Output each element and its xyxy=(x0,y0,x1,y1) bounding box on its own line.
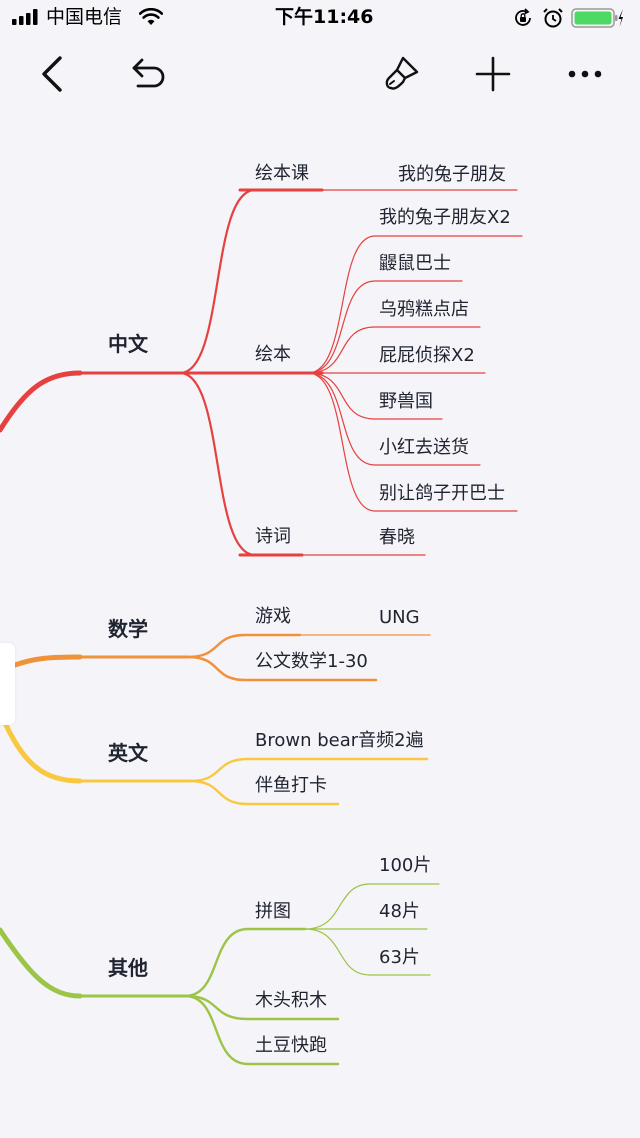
branch-english-lines xyxy=(3,722,429,806)
leaf-item[interactable]: 屁屁侦探X2 xyxy=(379,345,475,366)
topic-english[interactable]: 英文 xyxy=(108,741,148,765)
outline-drawer-handle[interactable] xyxy=(0,643,15,725)
signal-icon xyxy=(12,9,38,25)
subtopic-game[interactable]: 游戏 xyxy=(255,606,291,627)
leaf-item[interactable]: 野兽国 xyxy=(379,391,433,412)
undo-button[interactable] xyxy=(124,50,172,98)
battery-icon xyxy=(571,8,623,28)
orientation-lock-icon xyxy=(515,8,531,26)
plus-icon xyxy=(475,56,511,92)
topic-chinese[interactable]: 中文 xyxy=(108,332,148,356)
status-bar: 中国电信 下午11:46 xyxy=(0,0,640,36)
leaf-item[interactable]: 春晓 xyxy=(379,527,415,548)
more-button[interactable] xyxy=(561,50,609,98)
wifi-icon xyxy=(139,8,163,25)
back-button[interactable] xyxy=(28,50,76,98)
leaf-item[interactable]: 别让鸽子开巴士 xyxy=(379,483,505,504)
leaf-item[interactable]: 小红去送货 xyxy=(379,437,469,458)
leaf-item[interactable]: 我的兔子朋友 xyxy=(398,164,506,185)
leaf-item[interactable]: 63片 xyxy=(379,947,420,968)
paint-brush-icon xyxy=(385,56,419,90)
add-button[interactable] xyxy=(469,50,517,98)
toolbar xyxy=(0,36,640,110)
subtopic-puzzle[interactable]: 拼图 xyxy=(255,901,291,922)
leaf-item[interactable]: 100片 xyxy=(379,855,432,876)
mindmap-canvas[interactable]: 中文 绘本课 我的兔子朋友 绘本 我的兔子朋友X2 鼹鼠巴士 乌鸦糕点店 屁屁侦… xyxy=(0,110,640,1138)
subtopic-poetry[interactable]: 诗词 xyxy=(255,526,291,547)
branch-chinese-lines xyxy=(0,188,523,557)
alarm-icon xyxy=(543,8,563,28)
topic-other[interactable]: 其他 xyxy=(108,956,148,980)
chevron-left-icon xyxy=(42,56,62,92)
subtopic-checkin[interactable]: 伴鱼打卡 xyxy=(255,775,327,796)
subtopic-picture-book-class[interactable]: 绘本课 xyxy=(255,163,309,184)
more-dots-icon xyxy=(568,70,602,78)
leaf-item[interactable]: 鼹鼠巴士 xyxy=(379,253,451,274)
leaf-item[interactable]: 48片 xyxy=(379,901,420,922)
leaf-item[interactable]: UNG xyxy=(379,607,420,628)
carrier-label: 中国电信 xyxy=(46,6,123,28)
branch-math-lines xyxy=(12,633,431,682)
leaf-item[interactable]: 我的兔子朋友X2 xyxy=(379,207,511,228)
subtopic-brown-bear[interactable]: Brown bear音频2遍 xyxy=(255,730,424,751)
leaf-item[interactable]: 乌鸦糕点店 xyxy=(379,299,469,320)
clock-label: 下午11:46 xyxy=(275,6,374,28)
undo-icon xyxy=(132,58,165,88)
subtopic-picture-books[interactable]: 绘本 xyxy=(255,344,291,365)
style-button[interactable] xyxy=(377,50,425,98)
topic-math[interactable]: 数学 xyxy=(108,617,148,641)
subtopic-potato-run[interactable]: 土豆快跑 xyxy=(255,1035,327,1056)
branch-other-lines xyxy=(0,883,440,1066)
subtopic-wooden-blocks[interactable]: 木头积木 xyxy=(255,990,327,1011)
subtopic-kumon[interactable]: 公文数学1-30 xyxy=(255,651,368,672)
